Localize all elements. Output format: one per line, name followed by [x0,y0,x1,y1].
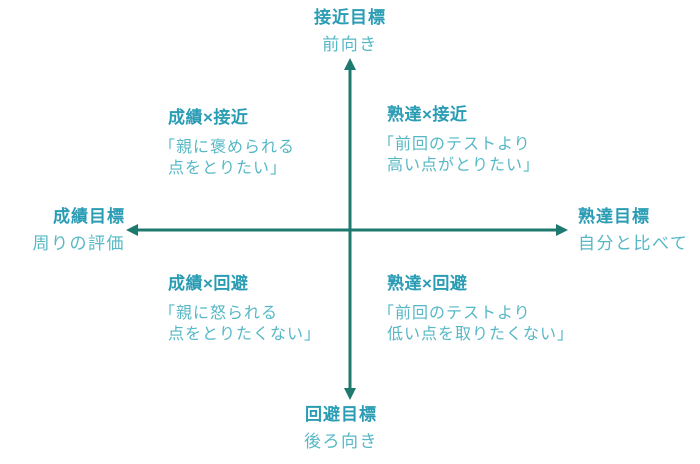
down-arrowhead-icon [344,388,356,400]
axis-label-bottom: 回避目標 後ろ向き [241,403,441,454]
axis-label-right: 熟達目標 自分と比べて [578,205,700,256]
right-axis-subtitle: 自分と比べて [578,234,689,253]
up-arrowhead-icon [344,58,356,70]
quadrant-bottom-right-heading: 熟達×回避 [387,274,468,293]
right-axis-title: 熟達目標 [578,207,650,226]
quadrant-top-right-quote: 「前回のテストより 高い点がとりたい」 [378,136,541,174]
left-axis-title: 成績目標 [53,207,125,226]
quadrant-top-left-quote: 「親に褒められる 点をとりたい」 [159,139,296,177]
left-arrowhead-icon [126,224,138,236]
quadrant-bottom-right: 熟達×回避 「前回のテストより 低い点を取りたくない」 [378,274,574,345]
bottom-axis-subtitle: 後ろ向き [304,432,378,451]
quadrant-top-left-heading: 成績×接近 [168,108,249,127]
left-axis-subtitle: 周りの評価 [32,234,125,253]
quadrant-bottom-right-quote: 「前回のテストより 低い点を取りたくない」 [378,305,575,343]
top-axis-title: 接近目標 [314,8,386,27]
quadrant-top-left: 成績×接近 「親に褒められる 点をとりたい」 [159,108,295,179]
bottom-axis-title: 回避目標 [305,405,377,424]
quadrant-bottom-left-heading: 成績×回避 [168,274,249,293]
quadrant-top-right: 熟達×接近 「前回のテストより 高い点がとりたい」 [378,105,540,176]
quadrant-top-right-heading: 熟達×接近 [387,105,468,124]
quadrant-bottom-left-quote: 「親に怒られる 点をとりたくない」 [159,305,322,343]
axis-label-top: 接近目標 前向き [250,6,450,57]
top-axis-subtitle: 前向き [322,35,378,54]
quadrant-bottom-left: 成績×回避 「親に怒られる 点をとりたくない」 [159,274,321,345]
axis-label-left: 成績目標 周りの評価 [0,205,125,256]
right-arrowhead-icon [556,224,568,236]
